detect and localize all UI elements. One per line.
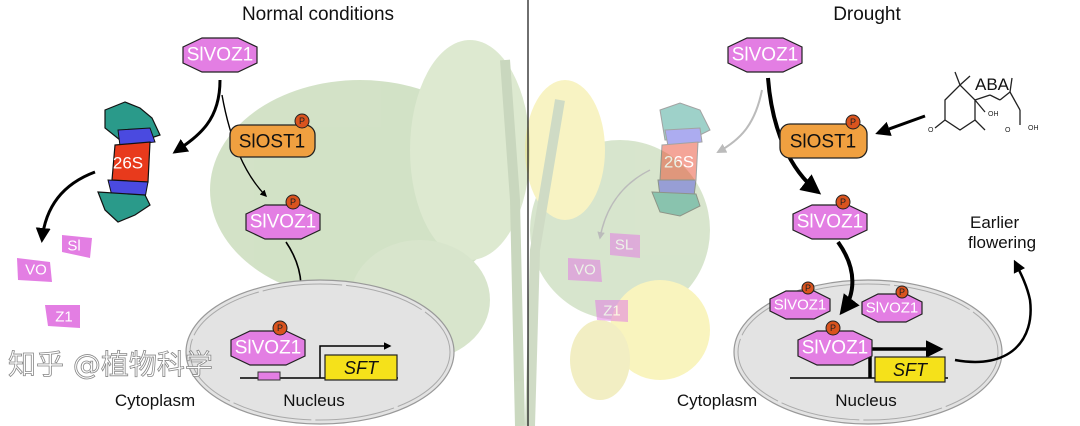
svg-text:O: O bbox=[928, 127, 934, 134]
svg-text:VO: VO bbox=[25, 262, 47, 279]
cytoplasm-label-drought: Cytoplasm bbox=[677, 391, 757, 410]
svg-text:26S: 26S bbox=[113, 154, 143, 173]
faded-product-arrow bbox=[597, 169, 651, 240]
watermark: 知乎 @植物科学 bbox=[8, 348, 213, 381]
transcription-arrow bbox=[319, 342, 392, 378]
flowering-arrow bbox=[954, 259, 1032, 364]
svg-text:P: P bbox=[840, 197, 846, 207]
svg-text:SlOST1: SlOST1 bbox=[790, 132, 857, 153]
phospho-slvoz1: SlVOZ1 P bbox=[245, 194, 321, 240]
svg-text:SFT: SFT bbox=[893, 360, 929, 380]
normal-title: Normal conditions bbox=[242, 4, 394, 25]
cytoplasm-label: Cytoplasm bbox=[115, 391, 195, 410]
faded-degradation-arrow bbox=[716, 89, 763, 153]
svg-text:SlOST1: SlOST1 bbox=[239, 132, 306, 153]
aba-activation-arrow bbox=[875, 114, 926, 136]
phospho-slvoz1-drought: SlVOZ1 P bbox=[792, 194, 868, 240]
svg-text:SlVOZ1: SlVOZ1 bbox=[802, 338, 869, 359]
svg-text:OH: OH bbox=[988, 111, 999, 118]
tomato-plant-background-right bbox=[525, 80, 710, 426]
nuclear-import-arrow-thick bbox=[836, 240, 860, 316]
svg-text:SlVOZ1: SlVOZ1 bbox=[235, 338, 302, 359]
aba-molecule: OH O O OH bbox=[928, 71, 1039, 134]
slvoz1-protein: SlVOZ1 bbox=[182, 37, 258, 73]
sft-gene: SFT bbox=[324, 354, 398, 381]
svg-text:P: P bbox=[830, 323, 836, 333]
earlier-label: Earlier bbox=[970, 213, 1019, 232]
proteasome-26s-faded: 26S bbox=[651, 102, 711, 217]
svg-text:SlVOZ1: SlVOZ1 bbox=[866, 300, 919, 317]
svg-text:Sl: Sl bbox=[67, 238, 80, 255]
svg-text:SFT: SFT bbox=[344, 358, 380, 378]
aba-label: ABA bbox=[975, 75, 1010, 94]
svg-text:SlVOZ1: SlVOZ1 bbox=[187, 45, 254, 66]
slost1-kinase: SlOST1 P bbox=[229, 113, 316, 158]
nucleus-label: Nucleus bbox=[283, 391, 344, 410]
svg-text:Z1: Z1 bbox=[603, 303, 621, 320]
drought-title: Drought bbox=[833, 4, 901, 25]
svg-text:SlVOZ1: SlVOZ1 bbox=[774, 297, 827, 314]
svg-text:Z1: Z1 bbox=[55, 309, 73, 326]
degradation-product-arrow bbox=[35, 170, 96, 243]
svg-text:OH: OH bbox=[1028, 125, 1039, 132]
promoter-element bbox=[257, 371, 281, 381]
svg-text:P: P bbox=[290, 197, 296, 207]
degradation-arrow bbox=[172, 79, 222, 154]
bound-phospho-slvoz1: SlVOZ1 P bbox=[230, 320, 306, 366]
bound-phospho-slvoz1-drought: SlVOZ1 P bbox=[797, 320, 873, 366]
slvoz1-protein-drought: SlVOZ1 bbox=[727, 37, 803, 73]
svg-text:26S: 26S bbox=[664, 153, 694, 172]
nuclear-phospho-slvoz1: SlVOZ1 P bbox=[861, 285, 923, 323]
svg-text:P: P bbox=[899, 287, 905, 297]
flowering-label: flowering bbox=[968, 233, 1036, 252]
svg-text:SlVOZ1: SlVOZ1 bbox=[732, 45, 799, 66]
svg-text:P: P bbox=[850, 117, 856, 127]
svg-text:SL: SL bbox=[615, 237, 633, 254]
nucleus-label-drought: Nucleus bbox=[835, 391, 896, 410]
nuclear-phospho-slvoz1: SlVOZ1 P bbox=[769, 281, 831, 320]
svg-text:VO: VO bbox=[574, 262, 596, 279]
svg-text:P: P bbox=[277, 323, 283, 333]
svg-text:O: O bbox=[1005, 127, 1011, 134]
svg-text:P: P bbox=[805, 283, 811, 293]
svg-text:P: P bbox=[299, 116, 305, 126]
slvoz1-fragments: Sl VO Z1 bbox=[17, 235, 92, 328]
sft-gene-drought: SFT bbox=[874, 356, 946, 383]
slost1-kinase-drought: SlOST1 P bbox=[779, 114, 868, 159]
svg-text:SlVOZ1: SlVOZ1 bbox=[797, 212, 864, 233]
svg-text:SlVOZ1: SlVOZ1 bbox=[250, 212, 317, 233]
proteasome-26s: 26S bbox=[97, 101, 161, 223]
slvoz1-fragments-faded: SL VO Z1 bbox=[568, 233, 640, 322]
